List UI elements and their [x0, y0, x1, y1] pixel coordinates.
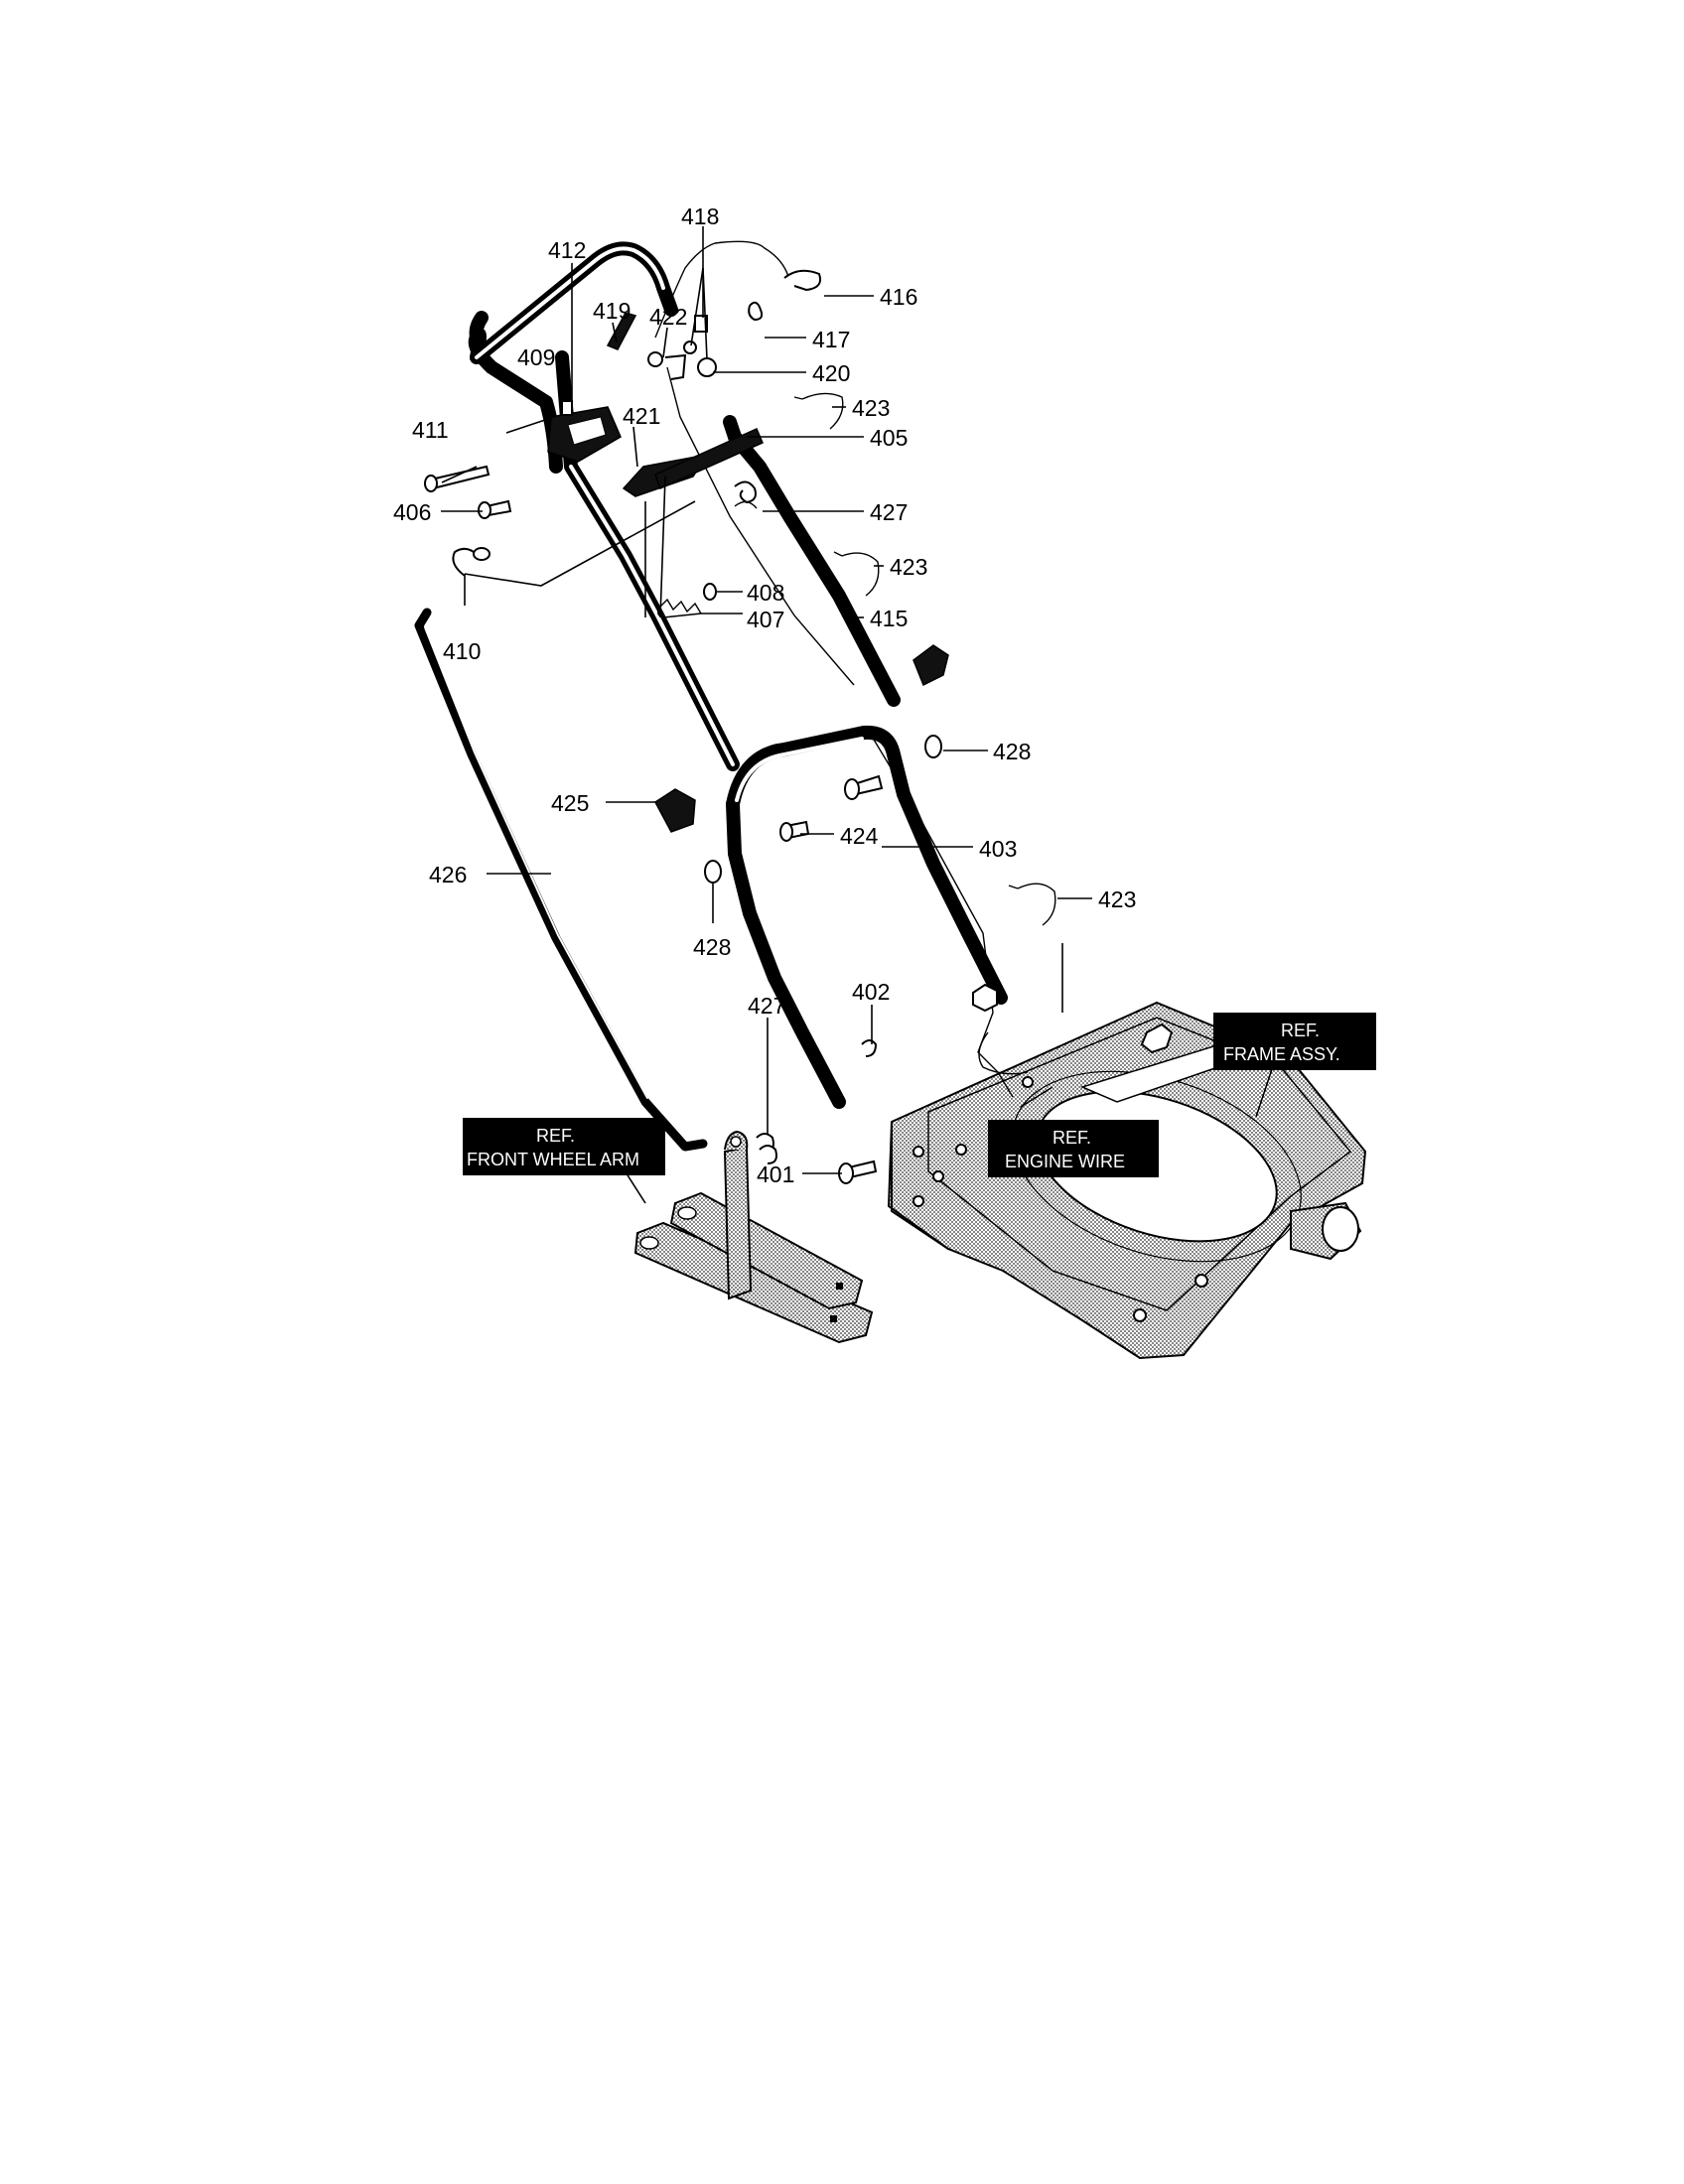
label-410: 410: [443, 638, 481, 664]
ref-front-wheel-arm: REF. FRONT WHEEL ARM: [463, 1118, 665, 1175]
lower-handle: [726, 725, 1008, 1109]
label-407: 407: [747, 607, 784, 632]
ref-fwa-line2: FRONT WHEEL ARM: [467, 1150, 639, 1169]
ref-engine-line1: REF.: [1052, 1128, 1091, 1148]
small-parts: [424, 269, 1174, 1184]
label-426: 426: [429, 862, 467, 887]
label-423-low: 423: [1098, 887, 1136, 912]
ref-frame-line2: FRAME ASSY.: [1223, 1044, 1340, 1064]
label-408: 408: [747, 580, 784, 606]
ref-frame-assy: REF. FRAME ASSY.: [1213, 1013, 1376, 1070]
ref-fwa-line1: REF.: [536, 1126, 575, 1146]
control-cable: [654, 240, 1029, 1098]
ref-engine-wire: REF. ENGINE WIRE: [988, 1120, 1159, 1177]
leader-lines: [441, 226, 1282, 1204]
label-425: 425: [551, 790, 589, 816]
label-427-top: 427: [870, 499, 908, 525]
label-417: 417: [812, 327, 850, 352]
part-number-labels: 418 412 419 422 416 409 417 420 423 411 …: [393, 204, 1136, 1187]
label-427-low: 427: [748, 993, 785, 1019]
ref-engine-line2: ENGINE WIRE: [1005, 1152, 1125, 1171]
label-415: 415: [870, 606, 908, 631]
label-419: 419: [593, 298, 631, 324]
label-416: 416: [880, 284, 917, 310]
label-424: 424: [840, 823, 879, 849]
label-428-low: 428: [693, 934, 731, 960]
label-402: 402: [852, 979, 890, 1005]
label-422: 422: [649, 304, 687, 330]
label-423-mid: 423: [890, 554, 927, 580]
label-406: 406: [393, 499, 431, 525]
control-bail: [414, 608, 708, 1152]
label-401: 401: [757, 1161, 794, 1187]
label-409: 409: [517, 344, 555, 370]
label-412: 412: [548, 237, 586, 263]
label-420: 420: [812, 360, 850, 386]
label-403: 403: [979, 836, 1017, 862]
label-423-top: 423: [852, 395, 890, 421]
label-411: 411: [412, 417, 449, 443]
label-405: 405: [870, 425, 908, 451]
front-wheel-arm: [633, 1130, 874, 1344]
label-428-right: 428: [993, 739, 1031, 764]
label-421: 421: [623, 403, 660, 429]
ref-frame-line1: REF.: [1281, 1021, 1320, 1040]
label-418: 418: [681, 204, 719, 229]
